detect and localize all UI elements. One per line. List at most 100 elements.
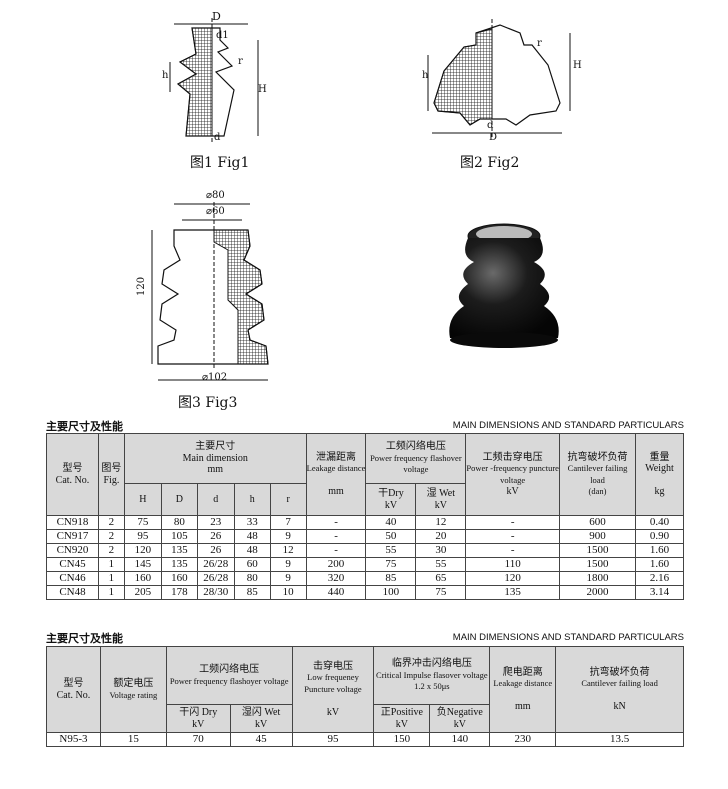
fig1-label-d1: d1 bbox=[216, 30, 229, 41]
table-cell: 23 bbox=[196, 515, 235, 530]
fig2-label-r: r bbox=[537, 38, 542, 49]
table-cell: 12 bbox=[415, 515, 467, 530]
table-cell: 150 bbox=[373, 732, 431, 747]
table-cell: 110 bbox=[465, 557, 561, 572]
table-cell: 20 bbox=[415, 529, 467, 544]
table-cell: 135 bbox=[160, 557, 198, 572]
table-cell: 2 bbox=[97, 529, 125, 544]
table-cell: - bbox=[465, 529, 561, 544]
table-cell: 95 bbox=[123, 529, 162, 544]
table-cell: - bbox=[465, 515, 561, 530]
fig1-label-d: d bbox=[214, 132, 221, 143]
table-cell: 2.16 bbox=[634, 571, 685, 586]
table-cell: CN48 bbox=[46, 585, 99, 600]
table-cell: 140 bbox=[429, 732, 491, 747]
table-cell: 10 bbox=[269, 585, 307, 600]
table-cell: 100 bbox=[365, 585, 417, 600]
table-cell: 135 bbox=[465, 585, 561, 600]
table-cell: 85 bbox=[233, 585, 271, 600]
figure-1-caption: 图1 Fig1 bbox=[190, 155, 250, 171]
table-cell: 600 bbox=[559, 515, 636, 530]
table-cell: 85 bbox=[365, 571, 417, 586]
table-cell: 26 bbox=[196, 529, 235, 544]
fig2-label-d: d bbox=[487, 120, 494, 131]
col-header-d: d bbox=[196, 483, 235, 516]
table-cell: 9 bbox=[269, 557, 307, 572]
col-header-H: H bbox=[123, 483, 162, 516]
table2-title-cn: 主要尺寸及性能 bbox=[46, 632, 123, 645]
table-cell: 45 bbox=[229, 732, 293, 747]
table-cell: 26/28 bbox=[196, 571, 235, 586]
table-cell: CN920 bbox=[46, 543, 99, 558]
table-cell: 13.5 bbox=[555, 732, 684, 747]
table-cell: 9 bbox=[269, 529, 307, 544]
table-cell: 105 bbox=[160, 529, 198, 544]
table-cell: 900 bbox=[559, 529, 636, 544]
fig3-label-d102: ⌀102 bbox=[202, 372, 228, 383]
table-cell: - bbox=[465, 543, 561, 558]
table-cell: 320 bbox=[305, 571, 367, 586]
table-cell: 1 bbox=[97, 585, 125, 600]
table-cell: 0.40 bbox=[634, 515, 685, 530]
table-cell: 1.60 bbox=[634, 557, 685, 572]
figure-3-drawing bbox=[151, 202, 269, 381]
table-cell: - bbox=[305, 515, 367, 530]
table1-title-cn: 主要尺寸及性能 bbox=[46, 420, 123, 433]
table-cell: 1500 bbox=[559, 557, 636, 572]
insulator-photo bbox=[449, 223, 559, 348]
table-cell: 1800 bbox=[559, 571, 636, 586]
table-cell: 26 bbox=[196, 543, 235, 558]
table-cell: 1 bbox=[97, 571, 125, 586]
table-cell: 80 bbox=[233, 571, 271, 586]
fig1-label-D: D bbox=[212, 10, 221, 23]
fig1-label-H: H bbox=[258, 84, 267, 95]
table-cell: 75 bbox=[123, 515, 162, 530]
table-cell: 178 bbox=[160, 585, 198, 600]
table-cell: CN46 bbox=[46, 571, 99, 586]
table-cell: 33 bbox=[233, 515, 271, 530]
table-cell: 230 bbox=[489, 732, 557, 747]
table-cell: 3.14 bbox=[634, 585, 685, 600]
table-cell: 2 bbox=[97, 515, 125, 530]
table-cell: 95 bbox=[291, 732, 375, 747]
table-cell: 60 bbox=[233, 557, 271, 572]
table-cell: 15 bbox=[99, 732, 167, 747]
table-cell: 2 bbox=[97, 543, 125, 558]
fig3-label-d60: ⌀60 bbox=[206, 206, 225, 217]
table-cell: 1.60 bbox=[634, 543, 685, 558]
table-cell: 145 bbox=[123, 557, 162, 572]
table-cell: 30 bbox=[415, 543, 467, 558]
fig2-label-D: D bbox=[489, 132, 498, 143]
table-cell: 26/28 bbox=[196, 557, 235, 572]
table2-title-en: MAIN DIMENSIONS AND STANDARD PARTICULARS bbox=[452, 632, 684, 643]
table-cell: 75 bbox=[415, 585, 467, 600]
table-cell: 1 bbox=[97, 557, 125, 572]
table-cell: 160 bbox=[160, 571, 198, 586]
table-cell: 28/30 bbox=[196, 585, 235, 600]
table-cell: 205 bbox=[123, 585, 162, 600]
table-cell: 48 bbox=[233, 529, 271, 544]
table-cell: 40 bbox=[365, 515, 417, 530]
table-cell: 9 bbox=[269, 571, 307, 586]
